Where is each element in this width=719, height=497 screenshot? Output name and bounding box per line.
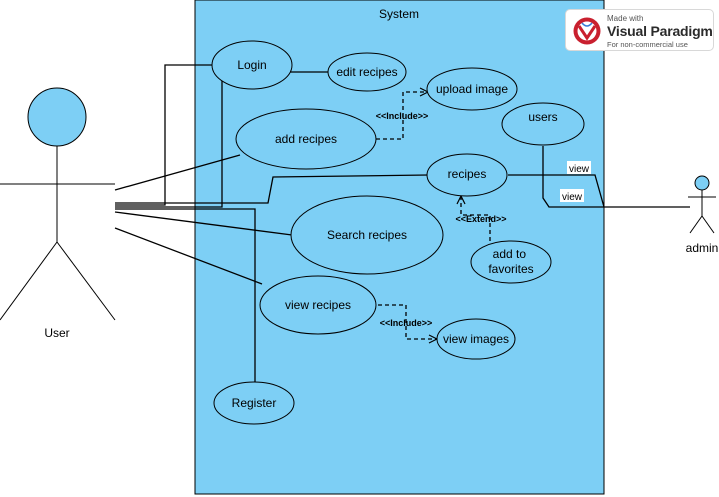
actor-admin[interactable] xyxy=(688,175,716,234)
include-label-images: <<Include>> xyxy=(380,318,433,328)
use-case-users-label: users xyxy=(528,110,557,124)
view-label-users: view xyxy=(562,192,583,203)
assoc-user-add xyxy=(114,154,241,191)
view-label-bg-1 xyxy=(567,161,591,174)
assoc-user-register xyxy=(115,208,256,382)
use-case-login[interactable]: Login xyxy=(211,40,293,90)
extend-favorites-recipes xyxy=(461,196,491,241)
use-case-register[interactable]: Register xyxy=(213,381,295,425)
view-label-recipes: view xyxy=(569,164,590,175)
use-case-upload-image-label: upload image xyxy=(436,82,508,96)
include-label-upload: <<Include>> xyxy=(376,111,429,121)
watermark-made-with: Made with xyxy=(607,14,644,23)
use-case-register-label: Register xyxy=(232,396,277,410)
use-case-add-to-favorites[interactable]: add to favorites xyxy=(470,240,552,284)
actor-user-head xyxy=(27,87,87,147)
include-view-images xyxy=(378,304,437,339)
use-case-search-recipes[interactable]: Search recipes xyxy=(290,195,444,275)
favorites-line-2: favorites xyxy=(488,262,533,276)
watermark-name: Visual Paradigm xyxy=(607,23,713,39)
extend-label-favorites: <<Extend>> xyxy=(455,214,506,224)
use-case-add-recipes[interactable]: add recipes xyxy=(235,108,377,170)
use-case-recipes[interactable]: recipes xyxy=(426,153,508,197)
use-case-view-recipes[interactable]: view recipes xyxy=(259,275,377,335)
visual-paradigm-badge: Made with Visual Paradigm For non-commer… xyxy=(565,9,714,51)
include-add-upload xyxy=(376,92,428,140)
assoc-admin-recipes xyxy=(508,174,690,208)
use-case-add-to-favorites-label: add to favorites xyxy=(488,247,533,276)
use-case-view-recipes-label: view recipes xyxy=(285,298,351,312)
use-case-users[interactable]: users xyxy=(501,102,585,146)
use-case-login-label: Login xyxy=(237,58,266,72)
use-case-view-images[interactable]: view images xyxy=(436,318,516,360)
use-case-edit-recipes[interactable]: edit recipes xyxy=(327,52,407,92)
assoc-user-recipes xyxy=(115,174,429,204)
actor-user[interactable] xyxy=(0,87,116,321)
use-case-edit-recipes-label: edit recipes xyxy=(336,65,397,79)
use-case-upload-image[interactable]: upload image xyxy=(426,67,518,111)
use-case-recipes-label: recipes xyxy=(448,167,487,181)
favorites-line-1: add to xyxy=(493,247,527,261)
view-label-bg-2 xyxy=(560,189,584,202)
assoc-user-view xyxy=(114,227,263,285)
dependency-lines xyxy=(376,92,491,339)
assoc-user-search xyxy=(114,211,293,236)
use-case-view-images-label: view images xyxy=(443,332,509,346)
watermark-subtitle: For non-commercial use xyxy=(607,40,688,49)
actor-admin-head xyxy=(694,175,710,191)
use-case-add-recipes-label: add recipes xyxy=(275,132,337,146)
system-title: System xyxy=(379,7,419,21)
use-case-search-recipes-label: Search recipes xyxy=(327,228,407,242)
associations xyxy=(114,64,690,382)
visual-paradigm-logo-icon xyxy=(573,17,601,45)
assoc-admin-users xyxy=(542,146,604,208)
assoc-user-login xyxy=(115,64,215,206)
actor-user-label: User xyxy=(44,326,69,340)
actor-admin-label: admin xyxy=(686,241,719,255)
